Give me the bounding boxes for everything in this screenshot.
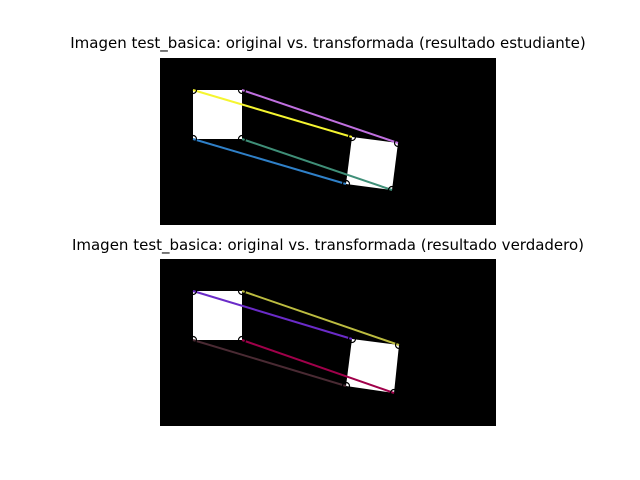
bottom-panel-title: Imagen test_basica: original vs. transfo… — [71, 236, 585, 254]
keypoint-marker — [347, 334, 357, 344]
match-line-3 — [192, 138, 347, 185]
transformed-square — [346, 137, 398, 190]
keypoint-marker — [188, 335, 198, 345]
transformed-square — [346, 339, 399, 393]
match-line-3 — [192, 339, 347, 387]
match-line-4 — [241, 138, 393, 191]
keypoint-marker — [237, 286, 247, 296]
keypoint-marker — [394, 340, 404, 350]
keypoint-marker — [237, 335, 247, 345]
keypoint-marker — [393, 138, 403, 148]
keypoint-marker — [341, 179, 351, 189]
top-panel-title: Imagen test_basica: original vs. transfo… — [70, 34, 586, 52]
match-line-4 — [241, 339, 395, 394]
match-line-2 — [241, 290, 400, 346]
keypoint-marker — [389, 388, 399, 398]
image-background — [160, 259, 496, 426]
match-line-1 — [192, 89, 353, 138]
student-result-image — [160, 58, 496, 225]
keypoint-marker — [237, 134, 247, 144]
keypoint-marker — [188, 85, 198, 95]
keypoint-marker — [347, 132, 357, 142]
image-background — [160, 58, 496, 225]
keypoint-marker — [237, 85, 247, 95]
keypoint-marker — [387, 185, 397, 195]
match-line-1 — [192, 290, 353, 340]
keypoint-marker — [188, 286, 198, 296]
match-line-2 — [241, 89, 399, 144]
keypoint-marker — [188, 134, 198, 144]
true-result-image — [160, 259, 496, 426]
keypoint-marker — [341, 381, 351, 391]
